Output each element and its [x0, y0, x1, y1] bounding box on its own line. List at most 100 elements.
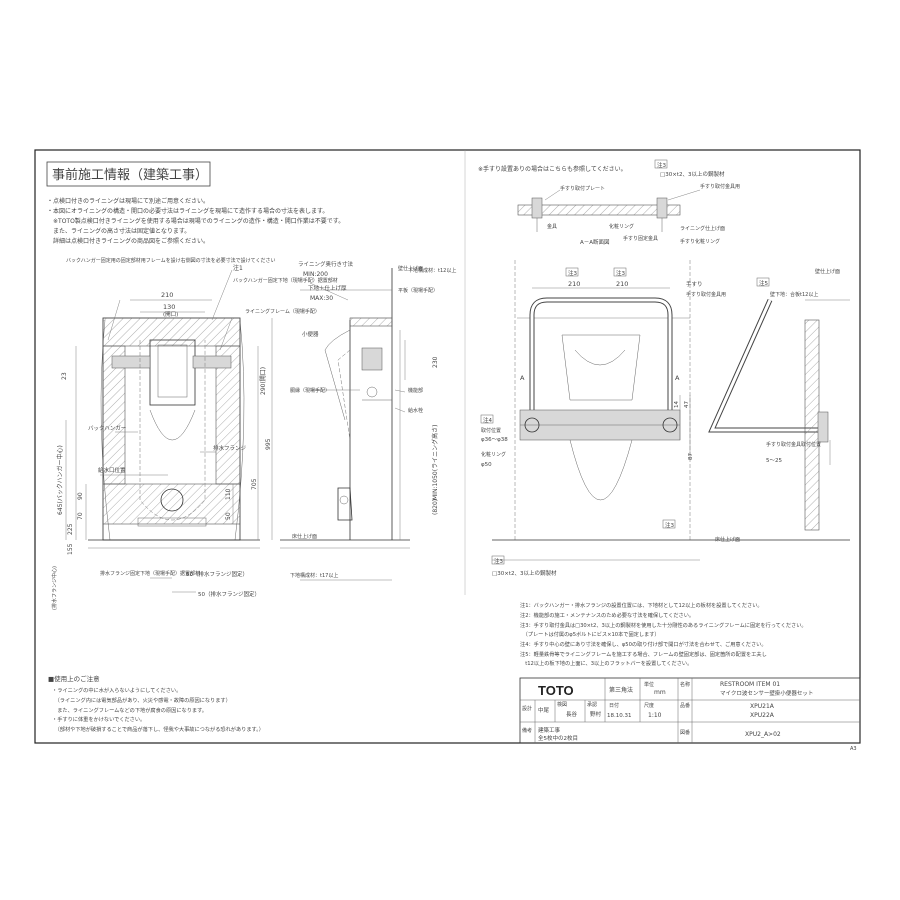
label: 手すり取付金具用: [686, 291, 726, 298]
dimension: 90: [77, 492, 84, 500]
note-tag: 注3: [657, 161, 667, 169]
usage-item: ・手すりに体重をかけないでください。: [52, 715, 145, 723]
design-name: 中尾: [538, 706, 550, 714]
drawing-number: XPU2_A>02: [745, 731, 781, 738]
dimension: 110: [225, 488, 232, 500]
label: 金具: [547, 223, 557, 230]
remark: 建築工事: [538, 726, 561, 734]
dimension: (820): [432, 499, 439, 515]
dimension: 230: [432, 356, 439, 368]
label: 壁仕上げ面: [815, 268, 840, 275]
label: 胴縁（現場手配）: [290, 387, 330, 394]
front-view-labels: バックハンガー固定用の固定部材用フレームを設け右側図の寸法を必要寸法で設けてくだ…: [51, 257, 338, 610]
note-line: 注1：バックハンガー・排水フランジの設置位置には、下地材として12以上の板材を設…: [520, 601, 763, 609]
label: MAX:30: [310, 295, 333, 302]
projection-method: 第三角法: [609, 686, 633, 694]
dimension: 130: [163, 303, 175, 311]
side-view: [280, 268, 410, 581]
dimension: MIN:1050(ライニング高さ): [431, 425, 439, 500]
dimension: 50（排水フランジ固定）: [198, 590, 260, 598]
intro-notes: ・点検口付きのライニングは現場にて別途ご用意ください。 ・本図にオライニングの構…: [47, 197, 344, 245]
note-tag: 注3: [665, 521, 675, 529]
design-label: 設計: [522, 705, 532, 712]
label: □30×t2、3以上の鋼製材: [492, 569, 557, 577]
label: ライニングフレーム（現場手配）: [245, 308, 320, 315]
label: □30×t2、3以上の鋼製材: [660, 170, 725, 178]
label: 平板（現場手配）: [398, 287, 438, 294]
label: 手すり化粧リング: [680, 238, 720, 245]
label: 壁仕上げ面: [398, 265, 423, 272]
label: ライニング仕上げ面: [680, 225, 725, 232]
dimension: 70: [77, 512, 84, 520]
label: 排水フランジ: [213, 444, 247, 452]
label: 給水栓: [408, 407, 423, 414]
date-label: 日付: [609, 702, 619, 709]
front-view: [65, 269, 273, 593]
label: 手すり: [686, 280, 703, 288]
label: 手すり取付金具用: [700, 183, 740, 190]
note-line: 注4：手すり中心の壁にあり寸法を確保し、φ50の取り付け部で開口が寸法を合わせて…: [520, 640, 767, 648]
usage-notes: ■使用上のご注意 ・ライニングの中に水が入らないようにしてください。 （ライニン…: [48, 674, 264, 733]
label: MIN:200: [303, 271, 328, 278]
checked-name: 長谷: [566, 710, 578, 718]
note-tag: 注3: [616, 269, 626, 277]
dimension: 995: [265, 438, 272, 450]
note-line: 注2：機能部の施工・メンテナンスのため必要な寸法を確保してください。: [520, 611, 694, 619]
dimension: 225: [67, 523, 74, 535]
label: 取付位置: [481, 427, 501, 434]
usage-item: （ライニング内には電気部品があり、火災や感電・故障の原因になります）: [52, 696, 231, 704]
label: A－A断面図: [580, 238, 610, 246]
label: ※手すり設置ありの場合はこちらも参照してください。: [478, 165, 627, 173]
sheet-size-mark: A3: [850, 746, 857, 752]
label: φ50: [481, 462, 492, 468]
dimension: 210: [161, 291, 173, 299]
product-number: XPU21A: [750, 703, 775, 710]
scale-value: 1:10: [648, 712, 662, 719]
drawing-label: 図番: [680, 729, 690, 736]
approve-name: 野村: [590, 710, 602, 718]
label: 化粧リング: [609, 223, 634, 230]
title-box: [46, 161, 211, 187]
unit-label: 単位: [644, 681, 654, 688]
title-block: TOTO 第三角法 単位 mm 名称 RESTROOM ITEM 01 マイクロ…: [519, 677, 861, 744]
label: 下地構成材：t17以上: [290, 572, 338, 579]
bottom-notes: 注1：バックハンガー・排水フランジの設置位置には、下地材として12以上の板材を設…: [520, 601, 807, 667]
remark-label: 備考: [522, 727, 532, 734]
handrail-front-view: [492, 260, 850, 561]
usage-item: ・ライニングの中に水が入らないようにしてください。: [52, 686, 181, 694]
note-line: （プレートは付属のφ5ボルトにビス×10本で固定します）: [520, 630, 660, 638]
dimension: 210: [568, 280, 580, 288]
label: バックハンガー: [88, 424, 126, 432]
dimension: 290(開口): [260, 367, 267, 395]
dimension: 155: [67, 543, 74, 555]
usage-item: （部材や下地が破損することで商品が落下し、怪我や大事故につながる恐れがあります。…: [52, 725, 264, 733]
section-mark: A: [520, 374, 525, 382]
checked-label: 検図: [557, 701, 567, 708]
dimension: 645(バックハンガー中心): [56, 445, 64, 515]
dimension: 210: [616, 280, 628, 288]
label: 床仕上げ面: [715, 536, 740, 543]
intro-note: 詳細は点検口付きライニングの商品図をご参照ください。: [47, 237, 209, 245]
label: 給水口位置: [98, 466, 126, 474]
scale-label: 尺度: [644, 702, 654, 709]
dimension: 705: [251, 478, 258, 490]
product-number: XPU22A: [750, 712, 775, 719]
label: ライニング奥行き寸法: [298, 260, 354, 268]
label: 機能部: [408, 387, 423, 394]
note-line: 注5：軽量鉄骨等でライニングフレームを施工する場合、フレームの壁固定部は、固定箇…: [520, 650, 767, 658]
dimension: 50: [225, 512, 232, 520]
dimension: 87: [688, 453, 694, 460]
label: 下地＋仕上げ厚: [308, 284, 347, 292]
usage-item: また、ライニングフレームなどの下地が腐食の原因になります。: [52, 706, 207, 714]
label: 手すり取付金具取付位置: [766, 441, 821, 448]
label: 下地構成材：t12以上: [408, 267, 456, 274]
approve-label: 承認: [587, 701, 597, 708]
toto-logo: TOTO: [538, 683, 574, 698]
dimension: 23: [61, 372, 68, 380]
intro-note: ※TOTO製点検口付きライニングを使用する場合は現場でのライニングの造作・構造・…: [47, 217, 344, 225]
note-tag: 注5: [759, 279, 769, 287]
label: 5～25: [766, 458, 782, 464]
unit-value: mm: [654, 689, 666, 696]
label: バックハンガー固定用の固定部材用フレームを設け右側図の寸法を必要寸法で設けてくだ…: [66, 257, 275, 264]
